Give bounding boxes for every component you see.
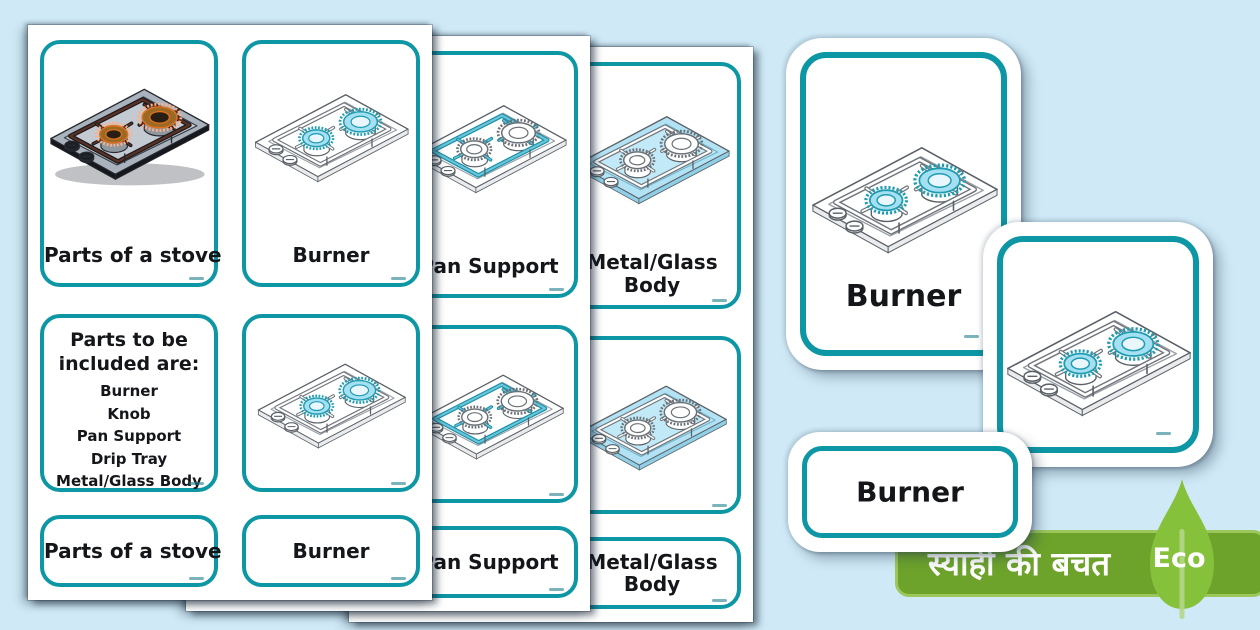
flashcard-metal-glass-body-picture-word: Metal/Glass Body bbox=[563, 62, 741, 309]
flashcard-burner-picture bbox=[242, 314, 420, 492]
preview-card-burner-picture bbox=[983, 222, 1213, 467]
instructions-heading: Parts to be included are: bbox=[58, 329, 200, 375]
stove-body-highlighted-illustration bbox=[570, 102, 734, 210]
flashcard-burner-picture-word: Burner bbox=[242, 40, 420, 287]
stove-burner-highlighted-illustration bbox=[252, 350, 410, 454]
stove-body-highlighted-illustration bbox=[573, 372, 731, 476]
stove-burner-highlighted-illustration bbox=[249, 80, 413, 188]
wordcard-metal-glass-body: Metal/Glass Body bbox=[563, 537, 741, 609]
watermark-mark bbox=[712, 504, 727, 507]
wordcard-burner: Burner bbox=[242, 515, 420, 587]
list-item: Drip Tray bbox=[90, 449, 168, 468]
flashcard-metal-glass-body-picture bbox=[563, 336, 741, 514]
preview-wordcard-burner: Burner bbox=[788, 432, 1032, 552]
flashcard-parts-of-a-stove-title: Parts of a stove bbox=[40, 40, 222, 287]
card-label: Metal/Glass Body bbox=[586, 250, 718, 297]
stove-photo-illustration bbox=[44, 74, 214, 186]
card-label: Parts of a stove bbox=[44, 243, 222, 267]
eco-leaf-badge: Eco bbox=[1146, 477, 1218, 623]
watermark-mark bbox=[391, 277, 406, 280]
instructions-list: Burner Knob Pan Support Drip Tray Metal/… bbox=[44, 380, 214, 493]
list-item: Knob bbox=[107, 404, 151, 423]
watermark-mark bbox=[189, 482, 204, 485]
watermark-mark bbox=[549, 493, 564, 496]
leaf-icon bbox=[1150, 479, 1214, 619]
watermark-mark bbox=[1156, 432, 1171, 435]
list-item: Pan Support bbox=[76, 427, 182, 445]
preview-card-burner-picture-word: Burner bbox=[786, 38, 1021, 370]
card-label: Pan Support bbox=[419, 550, 559, 574]
card-label: Parts of a stove bbox=[44, 539, 222, 563]
card-label: Burner bbox=[856, 475, 964, 509]
card-border bbox=[997, 236, 1199, 453]
stove-burner-highlighted-illustration bbox=[805, 130, 1003, 261]
watermark-mark bbox=[549, 288, 564, 291]
card-label: Pan Support bbox=[419, 254, 559, 278]
watermark-mark bbox=[549, 588, 564, 591]
eco-badge-label: Eco bbox=[1152, 543, 1206, 574]
watermark-mark bbox=[964, 335, 979, 338]
stove-burner-highlighted-illustration bbox=[1000, 294, 1196, 423]
watermark-mark bbox=[712, 299, 727, 302]
card-border: Burner bbox=[802, 446, 1018, 538]
stove-pan-support-highlighted-illustration bbox=[410, 361, 568, 465]
worksheet-page-1: Parts of a stove Burner Parts to be incl… bbox=[28, 25, 432, 600]
wordcard-parts-of-a-stove: Parts of a stove bbox=[40, 515, 222, 587]
card-label: Burner bbox=[292, 243, 370, 267]
card-border: Burner bbox=[800, 52, 1007, 356]
card-label: Burner bbox=[292, 539, 370, 563]
watermark-mark bbox=[712, 599, 727, 602]
watermark-mark bbox=[189, 577, 204, 580]
instructions-card: Parts to be included are: Burner Knob Pa… bbox=[40, 314, 218, 492]
eco-banner-text: स्याही की बचत bbox=[928, 544, 1111, 583]
watermark-mark bbox=[391, 577, 406, 580]
card-label: Burner bbox=[845, 279, 962, 314]
list-item: Metal/Glass Body bbox=[56, 472, 202, 490]
list-item: Burner bbox=[100, 382, 158, 400]
card-label: Metal/Glass Body bbox=[586, 550, 718, 596]
watermark-mark bbox=[391, 482, 406, 485]
watermark-mark bbox=[189, 277, 204, 280]
